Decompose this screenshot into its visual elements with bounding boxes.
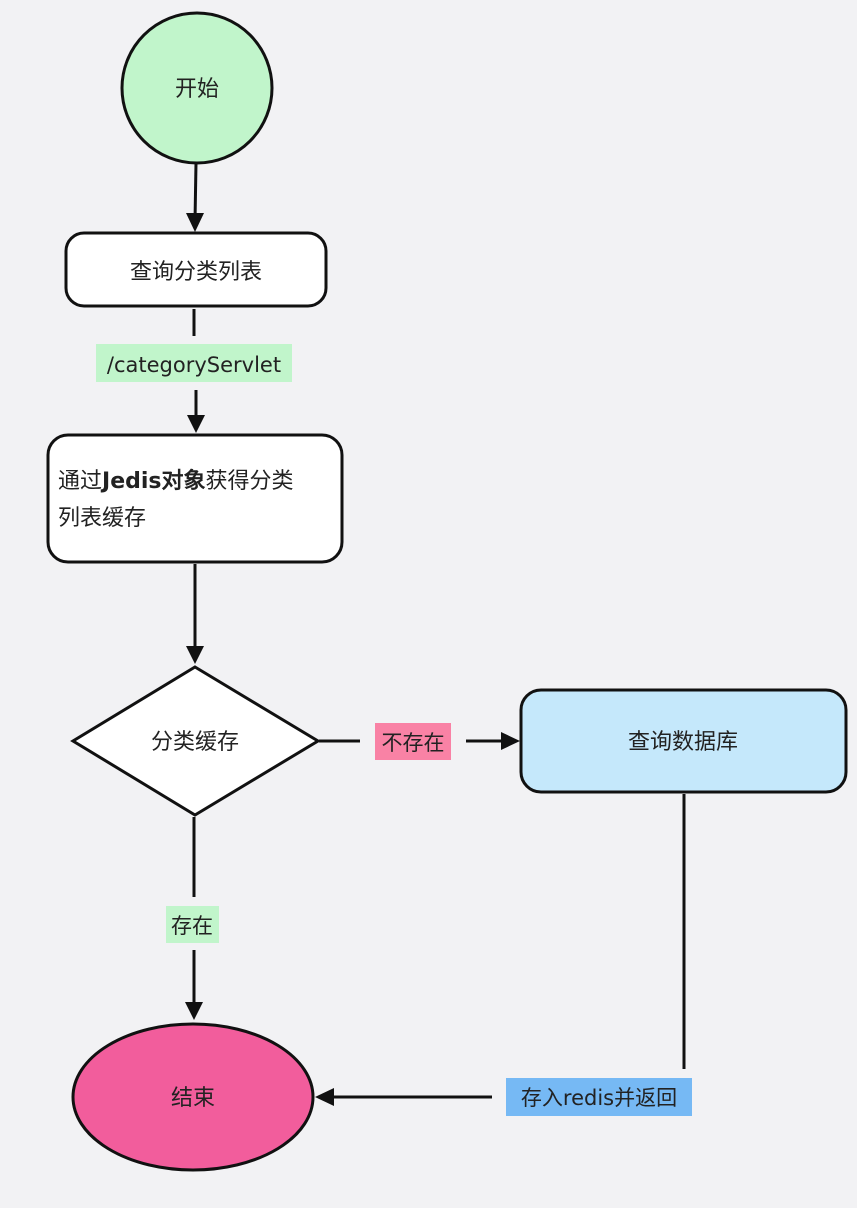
end-node-label: 结束 [171, 1086, 215, 1111]
edge-label-servlet-text: /categoryServlet [107, 353, 281, 377]
end-node-shape [71, 1022, 315, 1172]
edge-label-exist-bg [166, 906, 219, 943]
edge-query-to-cache-arrowhead [187, 415, 205, 433]
edge-label-servlet-bg [96, 344, 292, 382]
edge-label-servlet: /categoryServlet [96, 344, 292, 382]
query-db-node[interactable]: 查询数据库 [519, 688, 848, 794]
edge-cache-to-decision [186, 564, 204, 664]
get-cache-node-line1: 通过Jedis对象获得分类 [58, 468, 294, 494]
edge-label-store-redis-bg [506, 1078, 692, 1116]
edge-query-to-cache [187, 309, 205, 433]
edge-label-not-exist-text: 不存在 [382, 731, 445, 755]
get-cache-line1-suffix: 获得分类 [206, 469, 294, 494]
edge-label-not-exist: 不存在 [375, 723, 451, 760]
edge-label-exist-text: 存在 [171, 914, 213, 938]
decision-node-label: 分类缓存 [151, 730, 239, 755]
edge-label-store-redis: 存入redis并返回 [506, 1078, 692, 1116]
query-db-node-shape [519, 688, 848, 794]
start-node[interactable]: 开始 [120, 11, 274, 165]
edge-decision-to-end [185, 817, 203, 1020]
edge-decision-to-db-arrowhead [501, 732, 520, 750]
decision-node-shape [70, 665, 321, 817]
edge-label-store-redis-text: 存入redis并返回 [521, 1086, 677, 1110]
query-category-node-shape [64, 231, 328, 308]
start-node-label: 开始 [175, 77, 219, 102]
get-cache-node-line2: 列表缓存 [58, 506, 146, 531]
get-cache-node[interactable]: 通过Jedis对象获得分类 列表缓存 [46, 433, 344, 564]
query-db-node-label: 查询数据库 [628, 730, 738, 755]
edge-label-exist: 存在 [166, 906, 219, 943]
decision-node[interactable]: 分类缓存 [70, 665, 321, 817]
get-cache-line1-prefix: 通过 [58, 469, 102, 494]
edge-db-to-end [315, 794, 686, 1106]
edge-decision-to-db [319, 732, 520, 750]
get-cache-line1-bold: Jedis对象 [100, 468, 206, 494]
query-category-node-label: 查询分类列表 [130, 260, 262, 285]
edge-start-to-query-arrowhead [186, 213, 204, 232]
edge-label-not-exist-bg [375, 723, 451, 760]
edge-cache-to-decision-arrowhead [186, 646, 204, 664]
edge-decision-to-end-arrowhead [185, 1002, 203, 1020]
get-cache-node-shape [46, 433, 344, 564]
start-node-shape [120, 11, 274, 165]
edge-db-to-end-arrowhead [315, 1088, 334, 1106]
edge-start-to-query [186, 162, 204, 232]
end-node[interactable]: 结束 [71, 1022, 315, 1172]
query-category-node[interactable]: 查询分类列表 [64, 231, 328, 308]
